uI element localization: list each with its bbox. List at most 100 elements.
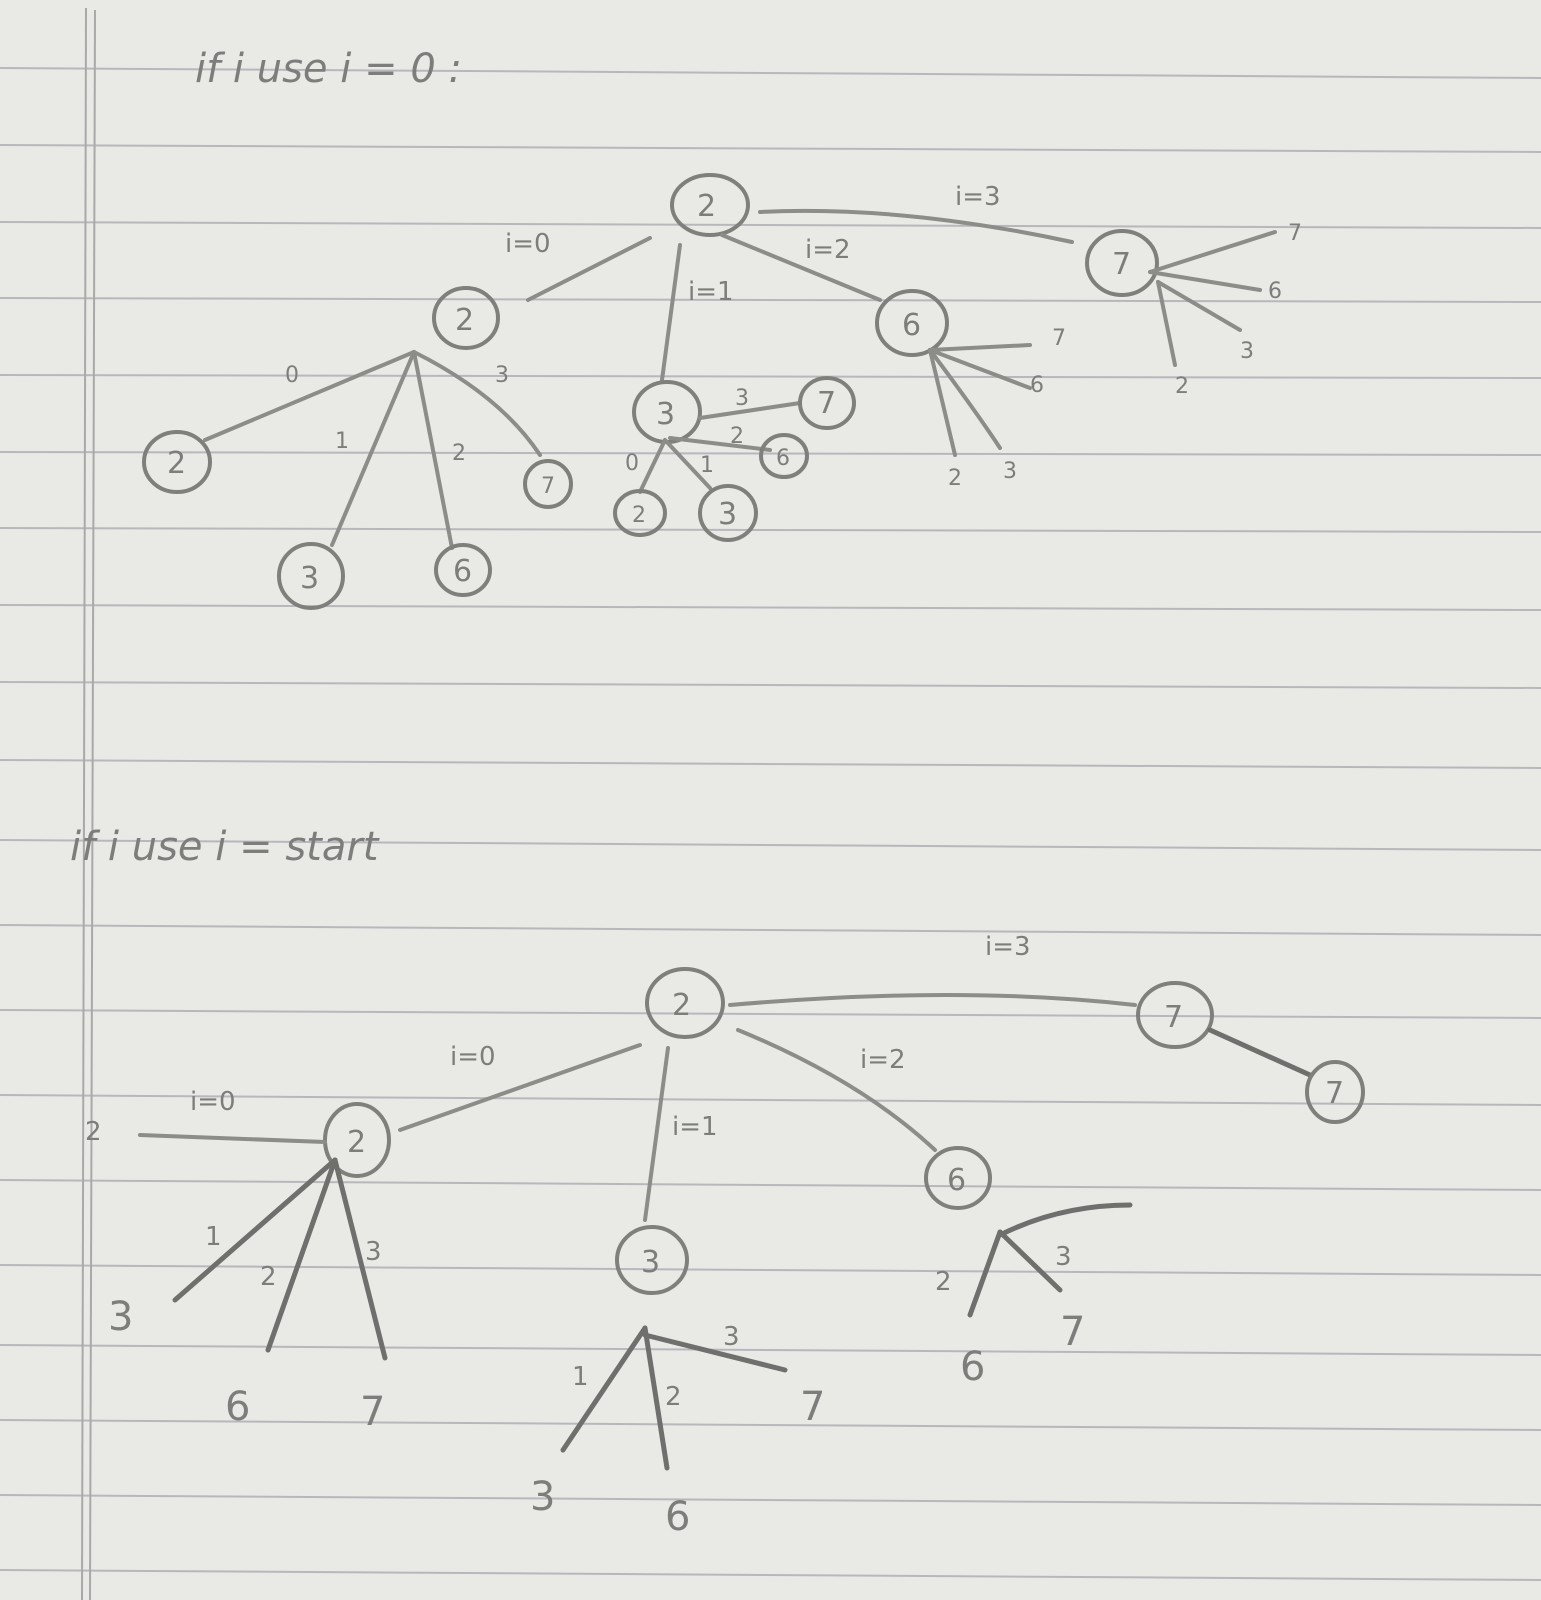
d1-edge-label-2: i=2: [805, 235, 851, 265]
d2-c-edge-label-0: 2: [935, 1267, 952, 1297]
d1-a-leaf-2-node: [434, 543, 492, 597]
d1-child-b-label: 3: [656, 397, 675, 432]
d1-b-leaf-2-node: [759, 433, 809, 479]
d1-c-edge-0: [928, 343, 1032, 352]
d2-b-leaf-2: 7: [800, 1384, 825, 1430]
d1-c-leaf-3: 3: [1003, 459, 1017, 484]
d1-b-edge-2: [668, 436, 772, 452]
d1-a-edge-label-3: 3: [495, 363, 509, 388]
d1-c-edge-2: [928, 348, 957, 457]
d2-c-leaf-1: 7: [1060, 1309, 1085, 1355]
d1-d-leaf-0: 7: [1288, 221, 1302, 246]
d1-child-c-label: 6: [902, 308, 921, 343]
d1-edge-root-d: [758, 208, 1074, 244]
d1-a-edge-label-0: 0: [285, 363, 299, 388]
d2-edge-label-2: i=2: [860, 1045, 906, 1075]
d2-a-edge-2: [332, 1157, 388, 1361]
d2-b-edge-label-2: 3: [723, 1322, 740, 1352]
d2-child-c-node: [924, 1146, 992, 1210]
d1-child-c-node: [875, 289, 949, 357]
d2-b-edge-2: [642, 1332, 788, 1373]
d1-child-a-label: 2: [455, 303, 474, 338]
d1-c-leaf-2: 2: [948, 466, 962, 491]
d1-a-leaf-0: 2: [167, 446, 186, 481]
d1-a-leaf-3: 7: [541, 474, 555, 499]
d2-child-b-label: 3: [641, 1245, 660, 1280]
d2-child-b-node: [615, 1225, 689, 1295]
d1-d-leaf-1: 6: [1268, 279, 1282, 304]
d2-a-edge-0: [172, 1157, 338, 1303]
d2-child-d-label: 7: [1164, 1000, 1183, 1035]
d1-c-edge-3: [928, 348, 1002, 450]
d1-a-leaf-1: 3: [300, 561, 319, 596]
d2-b-edge-1: [642, 1325, 670, 1471]
d1-a-edge-label-2: 2: [452, 441, 466, 466]
d2-a-edge-label-1: 2: [260, 1262, 277, 1292]
d2-root-label: 2: [672, 988, 691, 1023]
d1-b-leaf-0: 2: [632, 503, 646, 528]
d2-d-child-label: 7: [1325, 1076, 1344, 1111]
d1-b-leaf-1-node: [698, 484, 758, 542]
d1-d-leaf-3: 2: [1175, 374, 1189, 399]
d1-b-edge-0: [638, 438, 667, 494]
d2-edge-root-c: [736, 1028, 937, 1152]
d1-child-d-node: [1085, 229, 1159, 297]
d2-c-edge-label-1: 3: [1055, 1242, 1072, 1272]
d1-b-edge-label-0: 0: [625, 451, 639, 476]
d1-root-node: [670, 173, 750, 237]
diagram-1-tree: 2 i=0 i=1 i=2 i=3 2 0 1 2 3 2 3 6 7 3: [142, 173, 1302, 610]
d2-c-leaf-0: 6: [960, 1344, 985, 1390]
d1-d-leaf-2: 3: [1240, 339, 1254, 364]
d1-b-edge-3: [698, 401, 802, 420]
d2-a-leaf-0: 3: [108, 1294, 133, 1340]
d1-d-edge-1: [1148, 270, 1262, 292]
d1-a-edge-0: [203, 350, 416, 442]
d1-a-leaf-3-node: [523, 459, 573, 509]
d1-d-edge-2: [1156, 280, 1242, 332]
d1-edge-label-3: i=3: [955, 182, 1001, 212]
d1-child-a-node: [432, 286, 500, 350]
d1-a-edge-1: [330, 350, 416, 547]
d2-c-edge-0: [967, 1229, 1003, 1318]
diagram-2-tree: 2 i=0 i=1 i=2 i=3 2 2 i=0 1 2 3 3 6 7 3 …: [85, 932, 1365, 1540]
d1-a-leaf-2: 6: [453, 554, 472, 589]
d1-b-leaf-3: 7: [817, 386, 836, 421]
d2-a-leaf-2: 7: [360, 1389, 385, 1435]
d1-child-d-label: 7: [1112, 247, 1131, 282]
d2-child-c-label: 6: [947, 1163, 966, 1198]
d2-child-d-node: [1136, 981, 1214, 1049]
d1-edge-root-b: [660, 243, 682, 382]
d2-b-leaf-1: 6: [665, 1494, 690, 1540]
d1-edge-root-a: [526, 236, 652, 302]
d1-b-leaf-1: 3: [718, 497, 737, 532]
d1-edge-label-0: i=0: [505, 229, 551, 259]
d2-b-edge-0: [560, 1325, 648, 1453]
d1-edge-root-c: [720, 233, 882, 302]
d2-a-side-label: 2: [85, 1117, 102, 1147]
d2-b-edge-label-0: 1: [572, 1362, 589, 1392]
d2-c-top-edge: [997, 1202, 1133, 1238]
d2-root-node: [645, 967, 725, 1039]
d2-d-child-node: [1305, 1060, 1365, 1124]
d1-a-leaf-1-node: [277, 542, 345, 610]
d2-a-edge-label-2: 3: [365, 1237, 382, 1267]
d2-b-leaf-0: 3: [530, 1474, 555, 1520]
heading-bottom: if i use i = start: [70, 824, 380, 870]
d2-edge-root-d: [728, 993, 1137, 1007]
d2-edge-label-0: i=0: [450, 1042, 496, 1072]
d2-edge-root-b: [643, 1046, 670, 1222]
d1-b-edge-label-3: 3: [735, 386, 749, 411]
d2-edge-label-1: i=1: [672, 1112, 718, 1142]
d2-a-leaf-1: 6: [225, 1384, 250, 1430]
d1-c-leaf-1: 6: [1030, 373, 1044, 398]
d1-b-edge-label-2: 2: [730, 424, 744, 449]
d2-a-side-edge-label: i=0: [190, 1087, 236, 1117]
d1-b-leaf-3-node: [798, 376, 856, 430]
d1-b-leaf-0-node: [613, 489, 667, 537]
d1-a-edge-label-1: 1: [335, 429, 349, 454]
d1-edge-label-1: i=1: [688, 277, 734, 307]
d2-a-edge-label-0: 1: [205, 1222, 222, 1252]
ruled-lines: [0, 7, 1541, 1600]
d2-a-edge-1: [265, 1157, 338, 1353]
